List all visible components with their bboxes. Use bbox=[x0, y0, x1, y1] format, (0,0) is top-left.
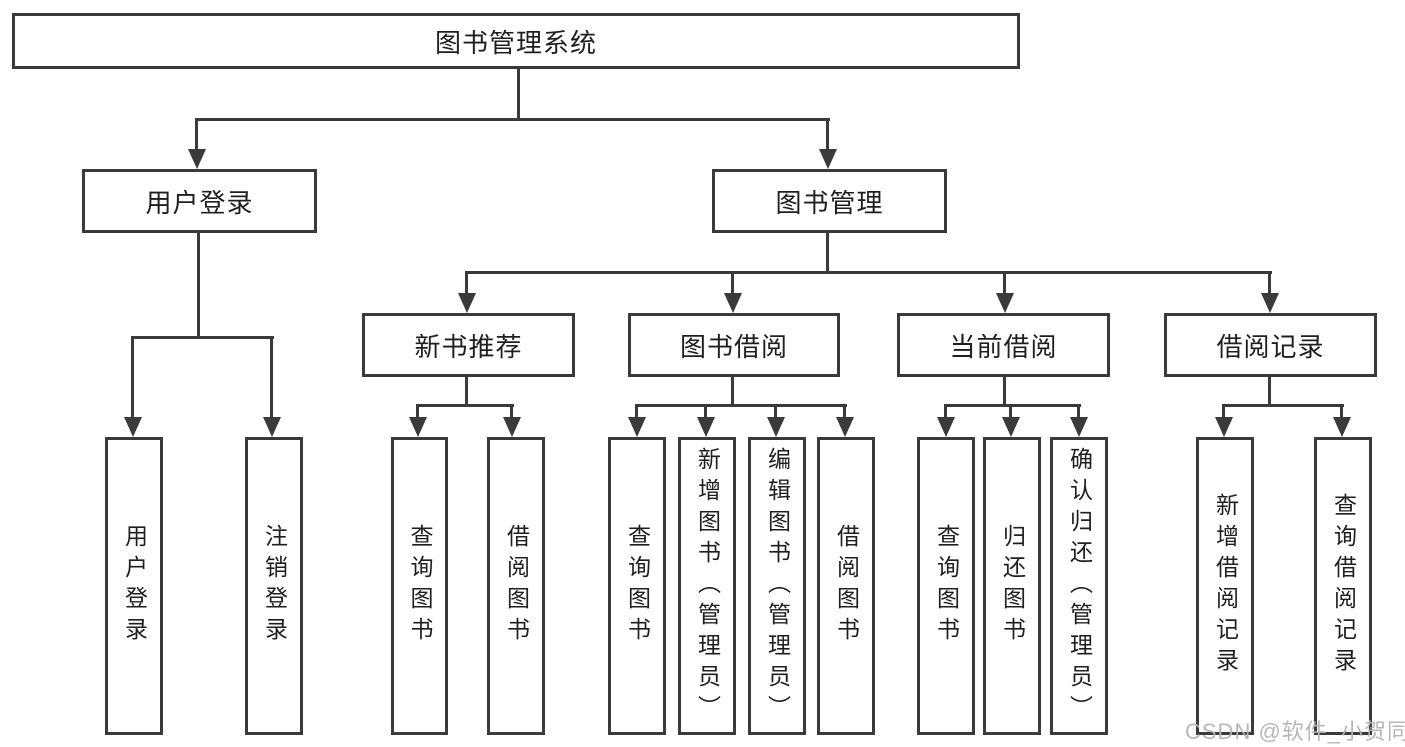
node-current-borrowing: 当前借阅 bbox=[897, 313, 1110, 377]
leaf-borrow-books-borrowing: 借阅图书 bbox=[817, 437, 875, 735]
connector-line bbox=[1268, 271, 1271, 295]
node-label: 新书推荐 bbox=[414, 331, 523, 362]
arrowhead bbox=[819, 149, 837, 169]
node-label: 当前借阅 bbox=[949, 331, 1058, 362]
connector-line bbox=[517, 66, 520, 121]
leaf-label: 确认归还（管理员） bbox=[1066, 446, 1093, 726]
leaf-query-books-current: 查询图书 bbox=[917, 437, 975, 735]
connector-line bbox=[826, 232, 829, 273]
connector-line bbox=[195, 118, 198, 151]
connector-line bbox=[416, 404, 419, 419]
arrowhead bbox=[724, 293, 742, 313]
node-book-management: 图书管理 bbox=[712, 169, 947, 233]
leaf-edit-books-admin: 编辑图书（管理员） bbox=[748, 437, 806, 735]
connector-line bbox=[1268, 376, 1271, 406]
connector-line bbox=[1003, 376, 1006, 406]
leaf-label: 新增图书（管理员） bbox=[694, 446, 721, 726]
connector-line bbox=[774, 404, 777, 419]
leaf-label: 用户登录 bbox=[121, 524, 148, 648]
connector-line bbox=[270, 336, 273, 419]
arrowhead bbox=[1261, 293, 1279, 313]
connector-line bbox=[635, 404, 638, 419]
node-label: 图书管理 bbox=[775, 187, 884, 218]
leaf-logout: 注销登录 bbox=[245, 437, 303, 735]
connector-line bbox=[132, 336, 274, 339]
arrowhead bbox=[1002, 417, 1020, 437]
leaf-label: 查询借阅记录 bbox=[1330, 493, 1357, 679]
connector-line bbox=[731, 376, 734, 406]
connector-line bbox=[465, 376, 468, 406]
node-label: 图书管理系统 bbox=[434, 27, 597, 58]
leaf-label: 借阅图书 bbox=[833, 524, 860, 648]
node-book-borrowing: 图书借阅 bbox=[628, 313, 840, 377]
connector-line bbox=[196, 118, 830, 121]
arrowhead bbox=[458, 293, 476, 313]
node-borrowing-records: 借阅记录 bbox=[1164, 313, 1377, 377]
arrowhead bbox=[188, 149, 206, 169]
arrowhead bbox=[1070, 417, 1088, 437]
connector-line bbox=[1222, 404, 1225, 419]
connector-line bbox=[944, 404, 947, 419]
arrowhead bbox=[1333, 417, 1351, 437]
leaf-label: 归还图书 bbox=[999, 524, 1026, 648]
leaf-label: 注销登录 bbox=[261, 524, 288, 648]
arrowhead bbox=[124, 417, 142, 437]
csdn-watermark: CSDN @软件_小贺同学 bbox=[1185, 719, 1405, 744]
leaf-label: 查询图书 bbox=[407, 524, 433, 648]
connector-line bbox=[843, 404, 846, 419]
leaf-query-books-borrowing: 查询图书 bbox=[608, 437, 666, 735]
arrowhead bbox=[409, 417, 427, 437]
connector-line bbox=[944, 404, 1081, 407]
arrowhead bbox=[263, 417, 281, 437]
connector-line bbox=[131, 336, 134, 419]
leaf-label: 编辑图书（管理员） bbox=[764, 446, 791, 726]
arrowhead bbox=[996, 293, 1014, 313]
leaf-query-borrow-record: 查询借阅记录 bbox=[1314, 437, 1372, 735]
connector-line bbox=[635, 404, 847, 407]
connector-line bbox=[466, 271, 1272, 274]
connector-line bbox=[1009, 404, 1012, 419]
node-new-book-recommendation: 新书推荐 bbox=[362, 313, 575, 377]
node-user-login-group: 用户登录 bbox=[82, 169, 317, 233]
node-library-management-system: 图书管理系统 bbox=[12, 13, 1020, 69]
arrowhead bbox=[697, 417, 715, 437]
node-label: 用户登录 bbox=[145, 187, 254, 218]
connector-line bbox=[465, 271, 468, 295]
leaf-return-books: 归还图书 bbox=[983, 437, 1041, 735]
node-label: 图书借阅 bbox=[679, 331, 788, 362]
leaf-add-books-admin: 新增图书（管理员） bbox=[678, 437, 736, 735]
arrowhead bbox=[937, 417, 955, 437]
arrowhead bbox=[503, 417, 521, 437]
leaf-confirm-return-admin: 确认归还（管理员） bbox=[1050, 437, 1108, 735]
connector-line bbox=[1222, 404, 1344, 407]
connector-line bbox=[1003, 271, 1006, 295]
connector-line bbox=[1077, 404, 1080, 419]
leaf-user-login: 用户登录 bbox=[105, 437, 163, 735]
arrowhead bbox=[836, 417, 854, 437]
connector-line bbox=[1340, 404, 1343, 419]
leaf-add-borrow-record: 新增借阅记录 bbox=[1196, 437, 1254, 735]
leaf-query-books-recommend: 查询图书 bbox=[391, 437, 448, 735]
leaf-label: 查询图书 bbox=[933, 524, 960, 648]
connector-line bbox=[197, 232, 200, 338]
leaf-label: 借阅图书 bbox=[503, 524, 530, 648]
arrowhead bbox=[767, 417, 785, 437]
arrowhead bbox=[1215, 417, 1233, 437]
arrowhead bbox=[628, 417, 646, 437]
connector-line bbox=[704, 404, 707, 419]
connector-line bbox=[731, 271, 734, 295]
node-label: 借阅记录 bbox=[1216, 331, 1325, 362]
leaf-label: 查询图书 bbox=[624, 524, 651, 648]
connector-line bbox=[826, 118, 829, 151]
connector-line bbox=[510, 404, 513, 419]
leaf-label: 新增借阅记录 bbox=[1212, 493, 1239, 679]
leaf-borrow-books-recommend: 借阅图书 bbox=[487, 437, 545, 735]
connector-line bbox=[416, 404, 514, 407]
